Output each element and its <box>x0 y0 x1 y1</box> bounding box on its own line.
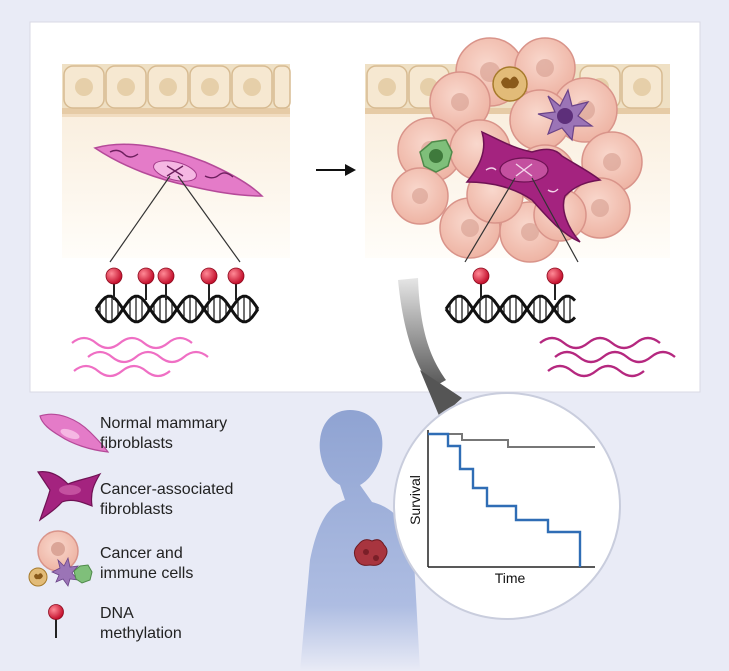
legend-caf-line2: fibroblasts <box>100 501 173 518</box>
legend-cancer-associated-fibroblasts: Cancer-associated fibroblasts <box>100 480 233 520</box>
methylation-mark <box>157 267 175 285</box>
normal-fibroblast-icon <box>39 413 110 453</box>
cancer-immune-icon <box>28 530 93 587</box>
methylation-mark <box>546 267 564 285</box>
rna-transcripts-left <box>71 336 209 378</box>
legend-caf-line1: Cancer-associated <box>100 481 234 498</box>
methylation-marks-right <box>472 267 564 300</box>
survival-x-label: Time <box>495 570 526 586</box>
survival-y-label: Survival <box>407 475 423 525</box>
tumor-tissue <box>365 37 670 263</box>
methylation-mark <box>472 267 490 285</box>
caf-cell <box>465 130 602 243</box>
curved-arrow-icon <box>398 278 462 418</box>
methylation-mark <box>227 267 245 285</box>
legend-normal-line1: Normal mammary <box>100 415 228 432</box>
survival-curve-blue <box>428 432 582 567</box>
normal-fibroblast-cell <box>93 143 264 197</box>
legend-normal-fibroblasts: Normal mammary fibroblasts <box>100 414 227 454</box>
tumor-icon <box>353 539 388 566</box>
dna-methylation-icon <box>48 604 64 638</box>
legend-normal-line2: fibroblasts <box>100 435 173 452</box>
caf-icon <box>36 471 102 522</box>
immune-cell-green <box>419 139 453 173</box>
legend-methylation-line1: DNA <box>100 605 134 622</box>
dna-helix-icon <box>94 294 260 324</box>
legend-methylation-line2: methylation <box>100 625 182 642</box>
legend-cancer-immune-cells: Cancer and immune cells <box>100 544 193 584</box>
woman-silhouette-icon <box>300 410 420 671</box>
arrow-right-icon <box>316 164 356 176</box>
epithelial-layer-left <box>62 64 291 117</box>
rna-transcripts-right <box>539 336 676 378</box>
methylation-mark <box>105 267 123 285</box>
normal-tissue <box>62 64 291 263</box>
dna-strand <box>444 294 577 324</box>
immune-cell-brown <box>492 66 528 102</box>
methylation-mark <box>200 267 218 285</box>
survival-curve-gray <box>428 433 595 448</box>
methylation-marks-left <box>105 267 245 300</box>
dna-helix-icon <box>444 294 577 324</box>
legend-cancer-line1: Cancer and <box>100 545 183 562</box>
legend-dna-methylation: DNA methylation <box>100 604 182 644</box>
survival-inset: Survival Time <box>393 392 621 620</box>
immune-cell-purple <box>537 88 594 142</box>
methylation-mark <box>137 267 155 285</box>
dna-strand <box>94 294 260 324</box>
legend-cancer-line2: immune cells <box>100 565 194 582</box>
